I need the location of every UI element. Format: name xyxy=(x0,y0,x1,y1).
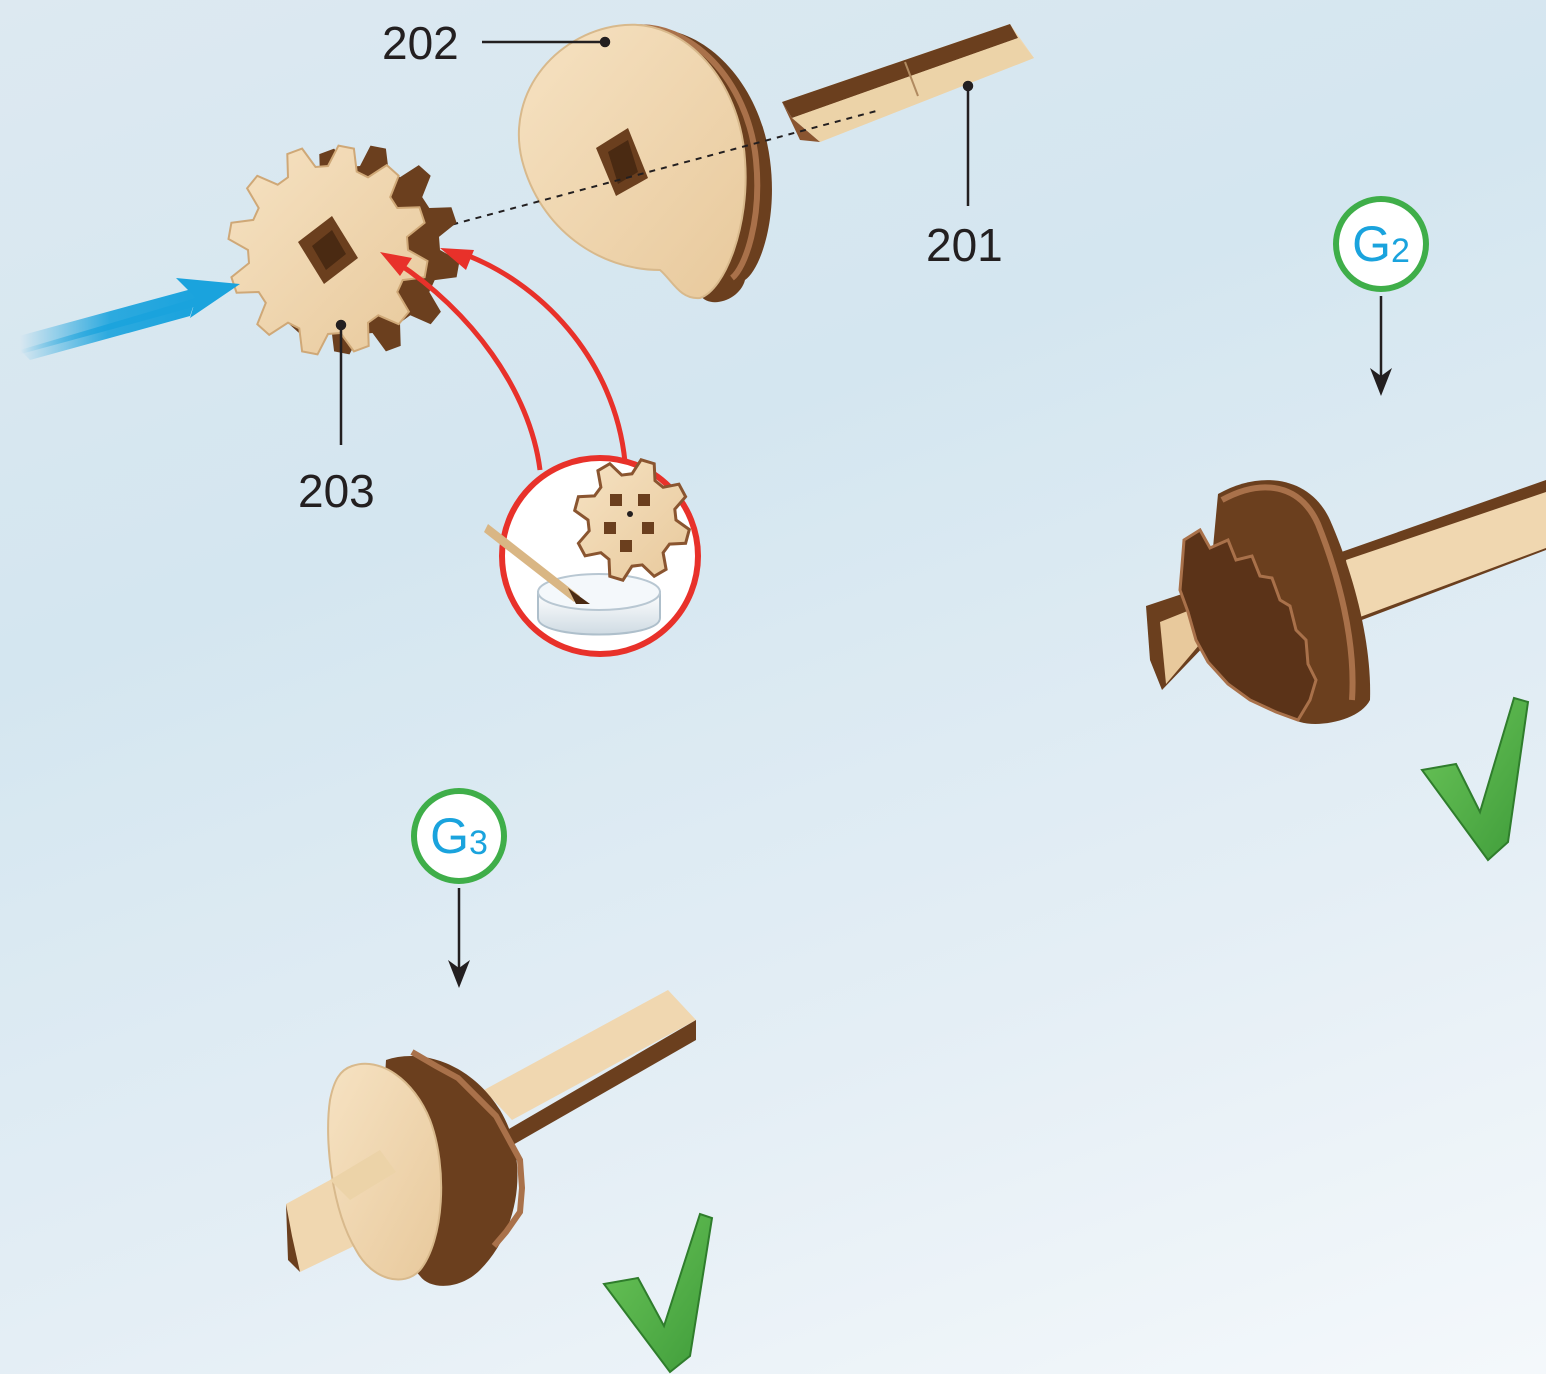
part-label-202: 202 xyxy=(382,20,459,66)
badge-g2-number: 2 xyxy=(1391,234,1410,268)
part-label-203: 203 xyxy=(298,468,375,514)
g3-pointer-arrow xyxy=(448,888,470,988)
shaft-part-201 xyxy=(782,24,1034,142)
badge-g2-letter: G xyxy=(1352,219,1391,269)
part-label-201: 201 xyxy=(926,222,1003,268)
glue-cup-icon xyxy=(484,458,698,654)
badge-g3-letter: G xyxy=(430,811,469,861)
checkmark-icon xyxy=(1422,698,1528,860)
blue-arrow-icon xyxy=(20,278,240,360)
assembly-g3 xyxy=(286,990,696,1286)
checkmark-icon xyxy=(604,1214,712,1372)
g2-pointer-arrow xyxy=(1370,296,1392,396)
assembly-g2 xyxy=(1146,480,1546,724)
disc-part-202 xyxy=(519,25,772,303)
glue-arrows xyxy=(396,252,625,470)
badge-g3-number: 3 xyxy=(469,826,488,860)
